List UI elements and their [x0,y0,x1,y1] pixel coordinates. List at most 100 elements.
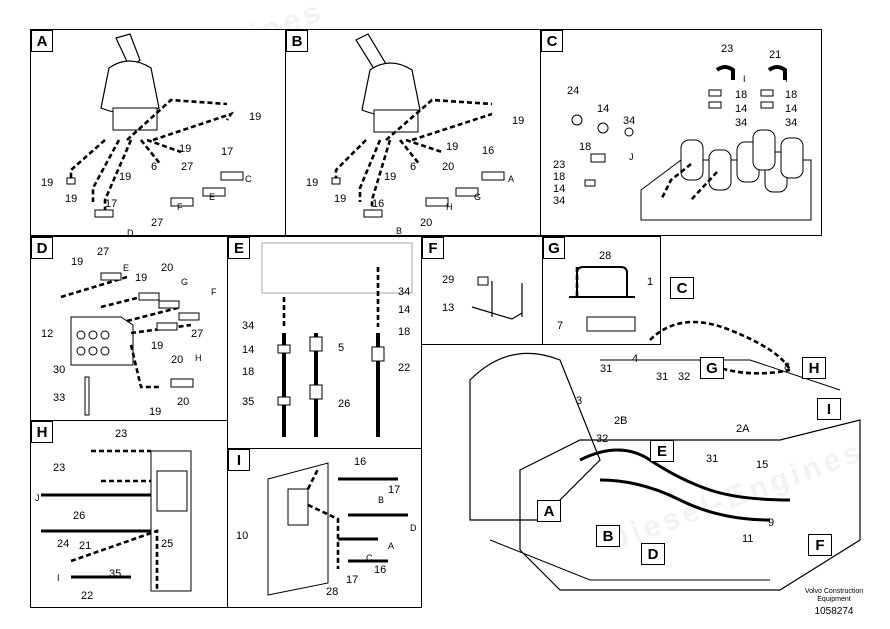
svg-text:26: 26 [338,398,350,410]
svg-text:19: 19 [446,141,458,153]
panel-letter: D [31,237,53,259]
svg-text:27: 27 [191,328,203,340]
svg-text:27: 27 [181,161,193,173]
svg-text:19: 19 [71,256,83,268]
svg-text:19: 19 [512,115,524,127]
svg-text:14: 14 [398,304,410,316]
svg-text:19: 19 [306,177,318,189]
footer-id: 1058274 [814,606,854,617]
callout-i[interactable]: I [817,398,841,420]
callout-a[interactable]: A [537,500,561,522]
valve-i-drawing: 16 B 17 D 10 A C 17 16 28 [236,456,417,598]
svg-text:5: 5 [338,342,344,354]
svg-text:27: 27 [151,217,163,229]
svg-text:14: 14 [597,103,609,115]
svg-text:19: 19 [65,193,77,205]
svg-text:19: 19 [41,177,53,189]
svg-text:G: G [474,192,481,202]
callout-d[interactable]: D [641,543,665,565]
panel-i: I 16 B 17 D 10 A C 17 16 28 [227,448,422,608]
svg-text:J: J [35,493,40,503]
svg-text:17: 17 [221,146,233,158]
panel-c: C 23 21 I I 18 14 34 18 14 34 24 14 34 [540,29,822,236]
clamp-g-drawing: 28 1 7 [557,250,653,332]
footer-brand: Volvo Construction Equipment [804,588,864,603]
svg-text:23: 23 [553,159,565,171]
svg-text:11: 11 [742,533,753,545]
svg-text:33: 33 [53,392,65,404]
svg-text:20: 20 [171,354,183,366]
svg-text:34: 34 [735,117,747,129]
svg-text:F: F [177,202,183,212]
svg-text:17: 17 [388,484,400,496]
svg-text:27: 27 [97,246,109,258]
svg-text:12: 12 [41,328,53,340]
callout-b[interactable]: B [596,525,620,547]
svg-text:18: 18 [785,89,797,101]
svg-text:16: 16 [374,564,386,576]
svg-text:24: 24 [57,538,69,550]
svg-text:23: 23 [721,43,733,55]
svg-text:29: 29 [442,274,454,286]
svg-text:1: 1 [647,276,653,288]
svg-text:H: H [446,202,453,212]
callout-c[interactable]: C [670,277,694,299]
svg-text:J: J [629,152,634,162]
panel-h: H 23 23 J 26 24 21 25 35 22 I [30,420,228,608]
svg-text:2A: 2A [736,423,750,435]
svg-text:19: 19 [249,111,261,123]
svg-text:34: 34 [623,115,635,127]
joystick-left-drawing: 19 19 19 17 6 27 19 19 17 27 C E F D [41,33,261,238]
svg-text:19: 19 [179,143,191,155]
svg-text:B: B [396,226,402,236]
svg-text:28: 28 [599,250,611,262]
svg-text:17: 17 [105,198,117,210]
callout-h[interactable]: H [802,357,826,379]
svg-text:28: 28 [326,586,338,598]
svg-text:D: D [127,228,134,238]
svg-text:6: 6 [410,161,416,173]
callout-f[interactable]: F [808,534,832,556]
svg-text:18: 18 [553,171,565,183]
panel-letter: G [543,237,565,259]
svg-text:14: 14 [553,183,565,195]
panel-letter: A [31,30,53,52]
svg-text:20: 20 [442,161,454,173]
svg-text:21: 21 [769,49,781,61]
svg-text:32: 32 [678,371,690,383]
svg-text:A: A [508,174,514,184]
svg-text:23: 23 [115,428,127,440]
callout-e[interactable]: E [650,440,674,462]
svg-text:E: E [123,263,129,273]
svg-text:35: 35 [109,568,121,580]
valve-h-drawing: 23 23 J 26 24 21 25 35 22 I [35,428,192,602]
svg-text:19: 19 [334,193,346,205]
svg-text:21: 21 [79,540,91,552]
svg-text:8: 8 [784,361,790,373]
svg-text:6: 6 [151,161,157,173]
svg-text:9: 9 [768,517,774,529]
svg-text:19: 19 [149,406,161,418]
svg-text:25: 25 [161,538,173,550]
panel-g: G 28 1 7 [542,236,661,345]
svg-text:23: 23 [53,462,65,474]
svg-text:14: 14 [242,344,254,356]
svg-text:18: 18 [579,141,591,153]
svg-text:D: D [410,523,417,533]
svg-text:C: C [366,553,373,563]
panel-letter: E [228,237,250,259]
svg-text:2B: 2B [614,415,627,427]
svg-text:4: 4 [632,353,638,365]
svg-text:C: C [245,174,252,184]
svg-text:14: 14 [785,103,797,115]
svg-text:31: 31 [656,371,668,383]
svg-text:F: F [211,287,217,297]
panel-letter: I [228,449,250,471]
svg-text:18: 18 [242,366,254,378]
svg-text:35: 35 [242,396,254,408]
svg-text:24: 24 [567,85,579,97]
svg-text:34: 34 [242,320,254,332]
svg-text:I: I [785,74,788,84]
callout-g[interactable]: G [700,357,724,379]
panel-letter: F [422,237,444,259]
